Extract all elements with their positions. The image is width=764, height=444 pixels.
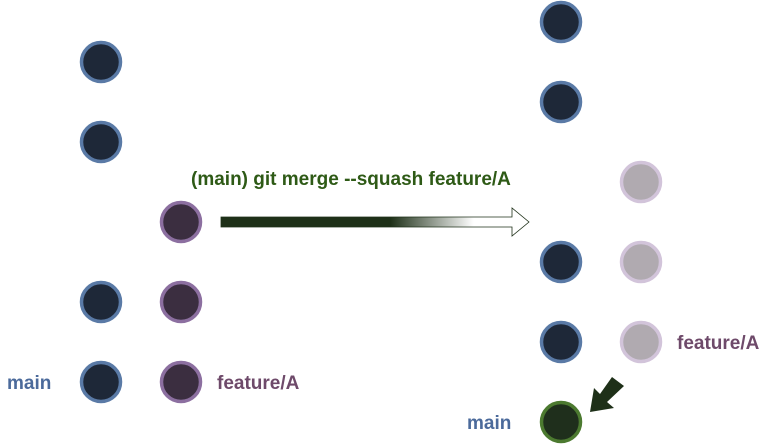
after-feature-commit-faded [619,160,663,204]
merge-command-label: (main) git merge --squash feature/A [191,169,511,190]
after-main-commit [539,80,583,124]
squash-pointer-arrow-icon [590,377,624,412]
after-feature-commit-faded [619,320,663,364]
before-feature-label: feature/A [217,373,300,394]
after-feature-commit-faded [619,240,663,284]
before-feature-commit [159,280,203,324]
after-main-commit [539,0,583,44]
after-main-commit [539,240,583,284]
merge-arrow-icon [220,207,530,237]
after-main-label: main [467,413,512,434]
before-feature-commit [159,360,203,404]
before-main-commit [79,280,123,324]
before-feature-commit [159,200,203,244]
after-feature-label: feature/A [677,333,760,354]
after-main-commit [539,320,583,364]
squash-commit [539,400,583,444]
before-main-label: main [7,373,52,394]
before-main-commit [79,120,123,164]
before-main-commit [79,360,123,404]
before-main-commit [79,40,123,84]
